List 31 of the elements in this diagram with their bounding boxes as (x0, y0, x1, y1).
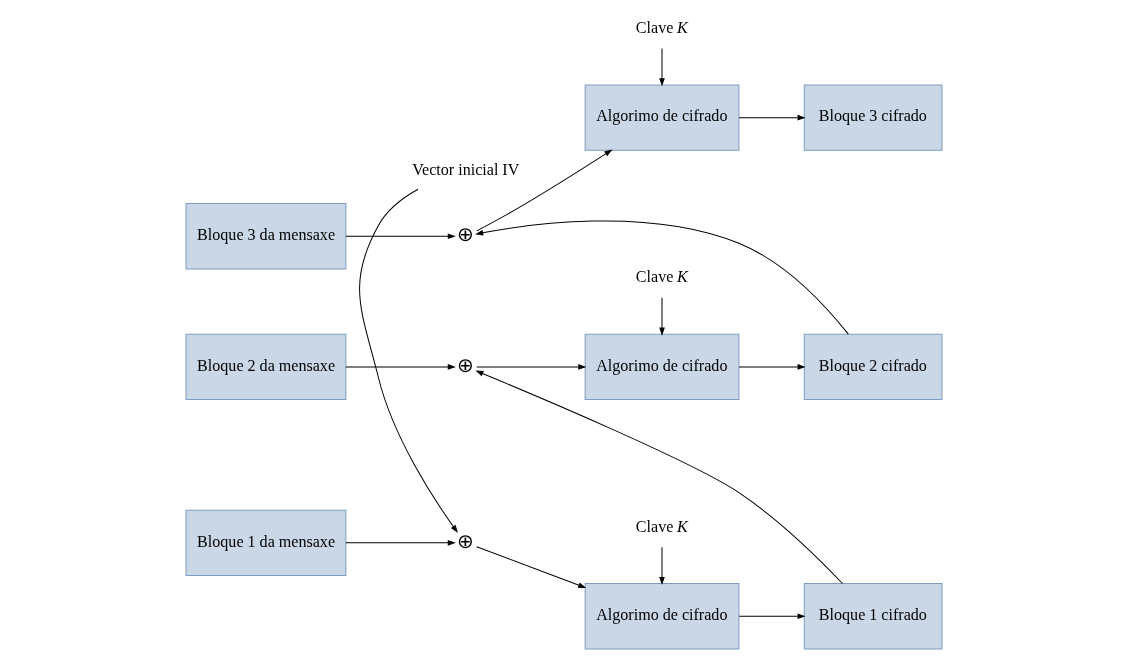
node-box: Bloque 2 da mensaxe (185, 333, 346, 401)
arrow (358, 188, 458, 533)
node-box: Bloque 3 cifrado (803, 84, 942, 151)
node-text: ⊕ (456, 353, 474, 376)
arrow (738, 114, 806, 121)
arrow (475, 364, 586, 370)
arrow (658, 48, 665, 87)
arrow (658, 297, 665, 336)
node-text: ⊕ (456, 529, 474, 552)
node-box: Algorimo de cifrado (584, 583, 739, 650)
node-box: Algorimo de cifrado (584, 333, 739, 401)
node-text: Vector inicial IV (411, 160, 519, 178)
arrow (658, 546, 665, 585)
node-text: Clave K (635, 268, 688, 286)
arrow (475, 149, 612, 232)
arrow (474, 370, 843, 584)
arrow (344, 364, 456, 370)
arrow (738, 364, 806, 370)
node-text: Clave K (635, 18, 688, 36)
node-text: ⊕ (456, 223, 474, 246)
arrow (738, 613, 806, 620)
node-text: Clave K (635, 517, 688, 535)
arrow (474, 220, 849, 335)
arrow (344, 540, 456, 546)
node-box: Bloque 1 da mensaxe (185, 509, 346, 577)
arrow (475, 546, 586, 589)
node-box: Bloque 3 da mensaxe (185, 203, 346, 270)
node-box: Bloque 1 cifrado (803, 583, 942, 650)
node-box: Bloque 2 cifrado (803, 333, 942, 401)
arrow (344, 233, 456, 240)
node-box: Algorimo de cifrado (584, 84, 739, 151)
